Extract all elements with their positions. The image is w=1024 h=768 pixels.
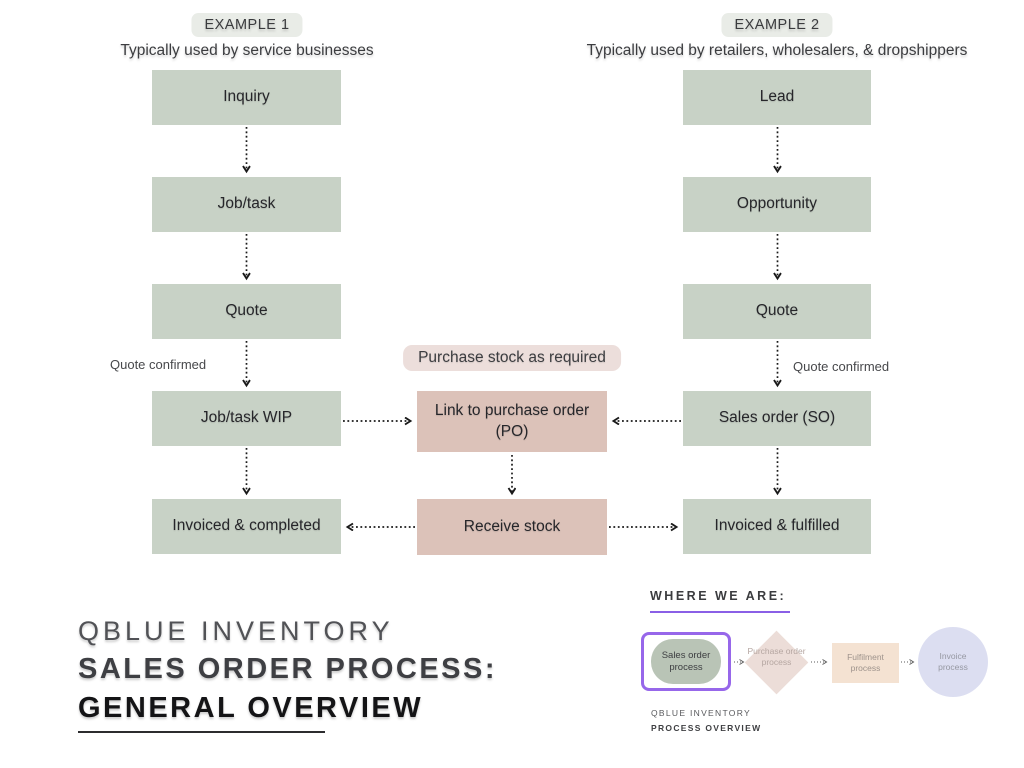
mini-step-purchase-order-label: Purchase order process bbox=[747, 646, 806, 667]
flow-box-lead: Lead bbox=[683, 70, 871, 125]
example2-subtitle: Typically used by retailers, wholesalers… bbox=[586, 42, 968, 59]
edge-label-quote-confirmed-right: Quote confirmed bbox=[793, 359, 890, 374]
mini-footer-process-overview: PROCESS OVERVIEW bbox=[651, 723, 762, 733]
title-line-overview: GENERAL OVERVIEW bbox=[78, 692, 424, 724]
title-line-brand: QBLUE INVENTORY bbox=[78, 616, 394, 646]
where-we-are-underline bbox=[650, 611, 790, 613]
mini-step-invoice-process: Invoice process bbox=[918, 627, 988, 697]
flow-box-receive-stock: Receive stock bbox=[417, 499, 607, 555]
flow-box-inquiry: Inquiry bbox=[152, 70, 341, 125]
mini-footer-brand: QBLUE INVENTORY bbox=[651, 708, 751, 718]
mini-step-sales-order-process: Sales order process bbox=[651, 639, 721, 684]
example1-badge: EXAMPLE 1 bbox=[191, 13, 303, 37]
example2-badge: EXAMPLE 2 bbox=[721, 13, 833, 37]
flow-box-quote-1: Quote bbox=[152, 284, 341, 339]
mini-step-fulfilment-process: Fulfilment process bbox=[832, 643, 899, 683]
flow-box-jobtask-wip: Job/task WIP bbox=[152, 391, 341, 446]
flow-box-invoiced-fulfilled: Invoiced & fulfilled bbox=[683, 499, 871, 554]
current-step-highlight bbox=[641, 632, 731, 691]
where-we-are-heading: WHERE WE ARE: bbox=[650, 589, 787, 603]
example1-subtitle: Typically used by service businesses bbox=[120, 42, 374, 59]
edge-label-quote-confirmed-left: Quote confirmed bbox=[110, 357, 207, 372]
flow-box-quote-2: Quote bbox=[683, 284, 871, 339]
title-block: QBLUE INVENTORY SALES ORDER PROCESS: GEN… bbox=[78, 613, 497, 733]
flow-box-invoiced-completed: Invoiced & completed bbox=[152, 499, 341, 554]
flow-box-opportunity: Opportunity bbox=[683, 177, 871, 232]
flow-box-jobtask: Job/task bbox=[152, 177, 341, 232]
flow-box-link-purchase-order: Link to purchase order (PO) bbox=[417, 391, 607, 452]
title-line-process: SALES ORDER PROCESS: bbox=[78, 653, 497, 685]
title-underline bbox=[78, 731, 325, 733]
purchase-stock-badge: Purchase stock as required bbox=[403, 345, 621, 371]
flow-box-sales-order: Sales order (SO) bbox=[683, 391, 871, 446]
